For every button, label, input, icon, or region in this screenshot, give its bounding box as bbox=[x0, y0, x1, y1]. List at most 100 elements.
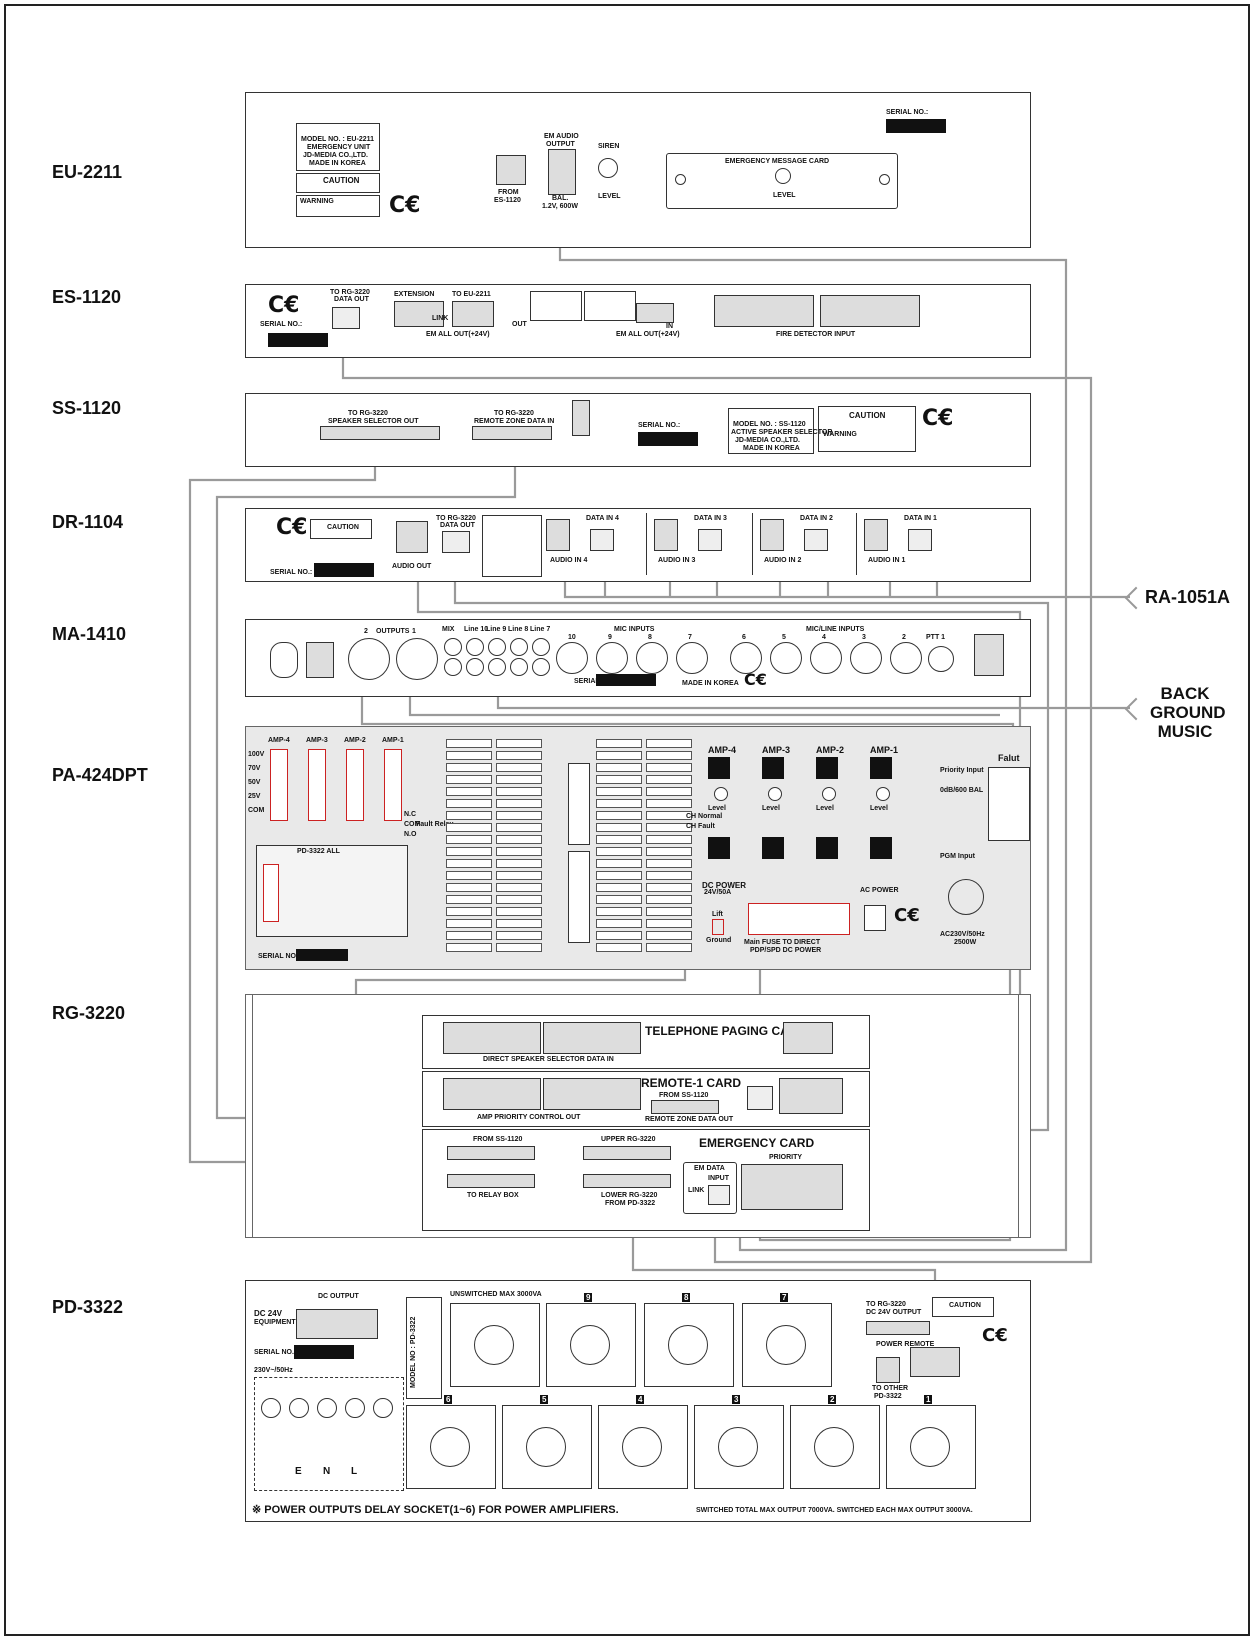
rg-remote-zone-out: REMOTE ZONE DATA OUT bbox=[645, 1116, 734, 1123]
card-level-knob[interactable] bbox=[775, 168, 791, 184]
emergency-card: FROM SS-1120 TO RELAY BOX UPPER RG-3220 … bbox=[422, 1129, 870, 1231]
vent-slot bbox=[646, 919, 692, 928]
pa-level-knob[interactable] bbox=[714, 787, 728, 801]
vent-slot bbox=[496, 811, 542, 820]
vent-slot bbox=[446, 859, 492, 868]
pa-level-knob[interactable] bbox=[822, 787, 836, 801]
pa-ac-power: AC POWER bbox=[860, 887, 899, 894]
unswitched-socket bbox=[450, 1303, 540, 1387]
dr-data-in-label: DATA IN 4 bbox=[586, 515, 619, 522]
serial-plate bbox=[596, 674, 656, 686]
rca-jack bbox=[444, 638, 462, 656]
xlr-input-jack bbox=[770, 642, 802, 674]
rg-to-relay: TO RELAY BOX bbox=[467, 1192, 519, 1199]
eu-serial: SERIAL NO.: bbox=[886, 109, 929, 116]
rg-from-ss2: FROM SS-1120 bbox=[473, 1136, 523, 1143]
vent-slot bbox=[446, 895, 492, 904]
rca-jack bbox=[488, 658, 506, 676]
switched-socket bbox=[644, 1303, 734, 1387]
ss-to-rg-1: TO RG-3220 bbox=[348, 410, 388, 417]
ss-serial: SERIAL NO.: bbox=[638, 422, 681, 429]
terminal-screw-icon bbox=[373, 1398, 393, 1418]
rg-priority: PRIORITY bbox=[769, 1154, 803, 1161]
vent-slot bbox=[646, 835, 692, 844]
vent-slot bbox=[646, 931, 692, 940]
rg-remote1: REMOTE-1 CARD bbox=[641, 1076, 742, 1090]
pd-terminal-label: L bbox=[351, 1466, 358, 1477]
vent-slot bbox=[496, 919, 542, 928]
xlr-number: 8 bbox=[648, 634, 652, 641]
vent-slot bbox=[646, 775, 692, 784]
ma-terminal bbox=[306, 642, 334, 678]
pa-gnd: Ground bbox=[706, 937, 732, 944]
ma-micline-inputs: MIC/LINE INPUTS bbox=[806, 626, 865, 633]
pa-lift: Lift bbox=[712, 911, 723, 918]
dr-caution-plate: CAUTION bbox=[310, 519, 372, 539]
ma-line-label: Line 10 bbox=[464, 626, 489, 633]
tel-terminal-a bbox=[443, 1022, 541, 1054]
siren-level-knob[interactable] bbox=[598, 158, 618, 178]
rg-from-ss: FROM SS-1120 bbox=[659, 1092, 709, 1099]
screw-icon bbox=[879, 174, 890, 185]
switched-socket bbox=[546, 1303, 636, 1387]
socket-face-icon bbox=[622, 1427, 662, 1467]
pd-caution: CAUTION bbox=[949, 1302, 981, 1309]
pa-ch-normal: CH Normal bbox=[686, 813, 723, 820]
vent-slot bbox=[496, 883, 542, 892]
pa-dc-sub: PDP/SPD DC POWER bbox=[750, 947, 822, 954]
em-upper-connector bbox=[583, 1146, 671, 1160]
vent-slot bbox=[446, 775, 492, 784]
delay-socket bbox=[598, 1405, 688, 1489]
ra-label: RA-1051A bbox=[1145, 587, 1231, 607]
dr-data-port bbox=[804, 529, 828, 551]
pd-bottom-note: ※ POWER OUTPUTS DELAY SOCKET(1~6) FOR PO… bbox=[252, 1504, 619, 1516]
rg-telephone: TELEPHONE PAGING CARD bbox=[645, 1024, 807, 1038]
remote-relay-terminal bbox=[779, 1078, 843, 1114]
vent-slot bbox=[446, 871, 492, 880]
pa-caution-plate bbox=[568, 851, 590, 943]
pa-watts: 2500W bbox=[954, 939, 977, 946]
rca-jack bbox=[466, 658, 484, 676]
pa-level-knob[interactable] bbox=[768, 787, 782, 801]
rg-from-pd: FROM PD-3322 bbox=[605, 1200, 656, 1207]
pa-ch-fault: CH Fault bbox=[686, 823, 715, 830]
es-emall-terminal bbox=[636, 303, 674, 323]
ma-out1: 1 bbox=[412, 628, 416, 635]
vent-slot bbox=[646, 739, 692, 748]
pa-priority-xlr-block bbox=[708, 757, 730, 779]
socket-face-icon bbox=[766, 1325, 806, 1365]
rca-jack bbox=[532, 638, 550, 656]
es-em-all-out-2: EM ALL OUT(+24V) bbox=[616, 331, 680, 338]
pa-lift-switch[interactable] bbox=[712, 919, 724, 935]
ma-serial: SERIAL NO.: bbox=[574, 678, 616, 685]
es-link: LINK bbox=[432, 315, 449, 322]
pa-amp-label: AMP-1 bbox=[870, 745, 899, 755]
em-ss-connector bbox=[447, 1146, 535, 1160]
pd-unswitched: UNSWITCHED MAX 3000VA bbox=[450, 1291, 542, 1298]
vent-slot bbox=[596, 835, 642, 844]
vent-slot bbox=[496, 775, 542, 784]
vent-slot bbox=[596, 811, 642, 820]
rg-lower: LOWER RG-3220 bbox=[601, 1192, 658, 1199]
pa-fault: Falut bbox=[998, 753, 1020, 763]
ss-made: MADE IN KOREA bbox=[743, 445, 800, 452]
pa-level-knob[interactable] bbox=[876, 787, 890, 801]
es-out: OUT bbox=[512, 321, 527, 328]
rg-input: INPUT bbox=[708, 1175, 729, 1182]
rca-jack bbox=[488, 638, 506, 656]
eu-panel: MODEL NO. : EU-2211 EMERGENCY UNIT JD-ME… bbox=[245, 92, 1031, 248]
pa-priority-xlr-block bbox=[762, 757, 784, 779]
serial-plate bbox=[294, 1345, 354, 1359]
dr-data-port bbox=[908, 529, 932, 551]
diagram-frame bbox=[4, 4, 1250, 1636]
eu-warning-box: WARNING bbox=[296, 195, 380, 217]
xlr-input-jack bbox=[730, 642, 762, 674]
unit-label-ss: SS-1120 bbox=[52, 398, 122, 418]
rg-emergency: EMERGENCY CARD bbox=[699, 1136, 815, 1150]
dr-data-port bbox=[698, 529, 722, 551]
em-lower-connector bbox=[583, 1174, 671, 1188]
vent-slot bbox=[646, 787, 692, 796]
pa-pgm-input: PGM Input bbox=[940, 853, 975, 860]
xlr-input-jack bbox=[556, 642, 588, 674]
remote-ss-connector bbox=[651, 1100, 719, 1114]
